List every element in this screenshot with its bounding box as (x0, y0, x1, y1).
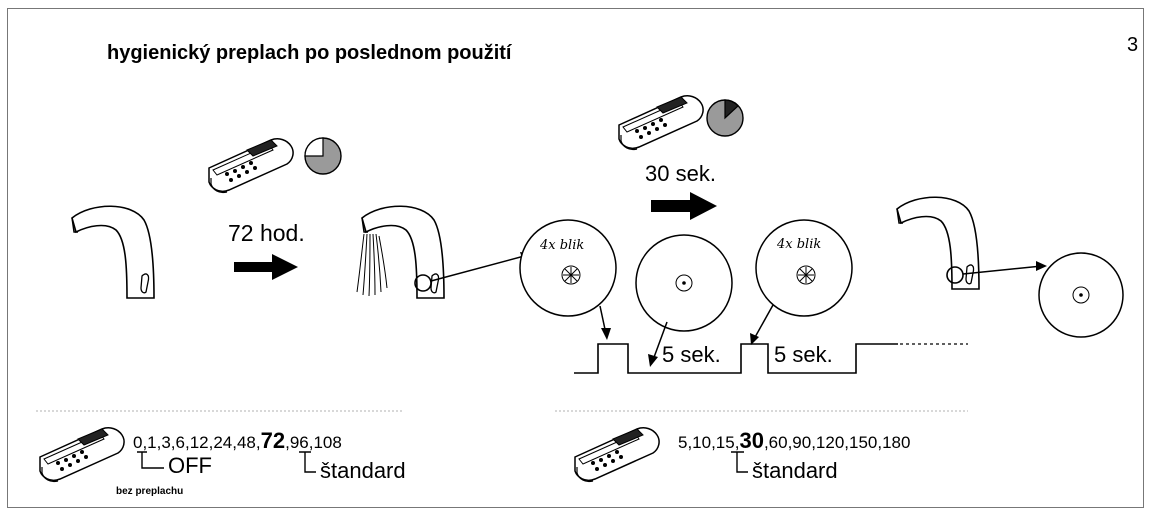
page-title: hygienický preplach po poslednom použití (107, 42, 512, 64)
interval-options: 0,1,3,6,12,24,48,72,96,108 (133, 428, 342, 454)
water-stream-icon (356, 233, 388, 297)
pointer-arrow (430, 252, 532, 282)
sensor-marker (946, 266, 964, 284)
pause-label: 5 sek. (662, 342, 721, 367)
pointer-arrow (750, 304, 774, 345)
pointer-arrow (962, 261, 1047, 275)
blink-indicator-circle (519, 219, 617, 317)
remote-control-icon (618, 95, 704, 151)
duration-options-after: ,60,90,120,150,180 (763, 433, 911, 452)
sensor-marker (414, 274, 432, 292)
blink-label: 4x blik (540, 238, 585, 253)
standard-label: štandard (320, 458, 406, 483)
duration-option-selected: 30 (739, 428, 764, 453)
blink-indicator-circle (755, 219, 853, 317)
off-label: OFF (168, 453, 212, 478)
page-number: 3 (1127, 34, 1139, 56)
timer-pie-icon (706, 99, 744, 137)
remote-control-icon (574, 427, 660, 483)
remote-control-icon (208, 138, 294, 194)
duration-label: 30 sek. (645, 161, 716, 186)
blink-label: 4x blik (777, 237, 822, 252)
right-arrow-icon (234, 254, 298, 280)
pause-label: 5 sek. (774, 342, 833, 367)
no-flush-note: bez preplachu (116, 486, 184, 497)
pointer-arrow (599, 305, 611, 340)
faucet-icon (71, 205, 155, 299)
duration-options: 5,10,15,30,60,90,120,150,180 (678, 428, 910, 454)
interval-options-after: ,96,108 (285, 433, 342, 452)
diagram-frame (7, 8, 1144, 508)
interval-label: 72 hod. (228, 220, 305, 246)
timer-pie-icon (304, 137, 342, 175)
pointer-arrow (648, 321, 668, 367)
interval-options-before: 0,1,3,6,12,24,48, (133, 433, 261, 452)
signal-timeline (574, 343, 898, 374)
steady-indicator-circle (635, 234, 733, 332)
standard-label: štandard (752, 458, 838, 483)
right-arrow-icon (651, 192, 717, 220)
faucet-icon (896, 196, 980, 290)
bracket-line (137, 451, 748, 473)
interval-option-selected: 72 (260, 428, 286, 453)
remote-control-icon (39, 427, 125, 483)
duration-options-before: 5,10,15, (678, 433, 740, 452)
steady-indicator-circle (1038, 252, 1124, 338)
